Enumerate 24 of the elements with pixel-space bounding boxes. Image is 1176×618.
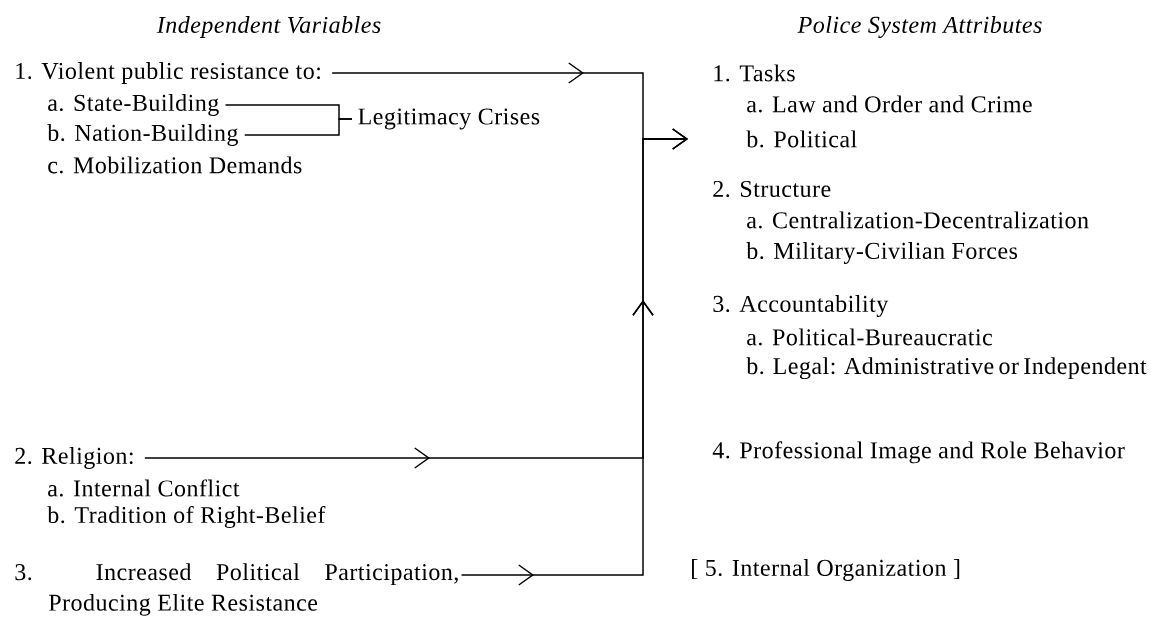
list-item: a. Law and Order and Crime [747,95,1032,113]
list-item: 4. Professional Image and Role Behavior [712,441,1125,464]
list-item: b. Legal: Administrative or Independent [746,357,1147,380]
list-item: 1. Tasks [714,64,795,82]
bracket-label: Legitimacy Crises [358,108,540,130]
list-item: a. Internal Conflict [48,479,240,497]
list-item: a. Centralization-Decentralization [747,211,1089,229]
list-item: b. Tradition of Right-Belief [47,505,326,529]
list-item: 2. Structure [713,180,831,198]
list-item: b. Military-Civilian Forces [746,242,1018,264]
list-item: 3. Accountability [713,295,889,317]
bracket-line [243,118,353,136]
column-heading: Independent Variables [156,16,381,38]
list-item: c. Mobilization Demands [48,156,302,174]
list-item: 2. Religion: [15,447,133,469]
arrow [460,128,688,586]
list-item: a. State-Building [48,94,219,116]
column-heading: Police System Attributes [797,16,1042,38]
list-item: b. Nation-Building [47,124,238,146]
list-item: 3. Increased Political Participation, Producing Elite Resistance [15,563,458,616]
list-item: [ 5. Internal Organization ] [692,559,960,581]
list-item: b. Political [746,130,857,148]
list-item: a. Political-Bureaucratic [747,328,992,346]
list-item: 1. Violent public resistance to: [16,62,320,84]
